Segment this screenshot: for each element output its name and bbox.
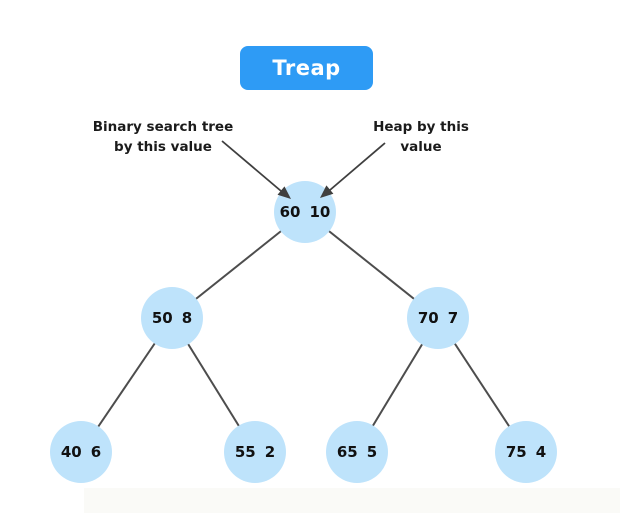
node-key: 40 — [60, 443, 82, 461]
node-priority: 4 — [535, 443, 547, 461]
heap-annotation-line2: value — [400, 138, 442, 155]
node-key: 75 — [505, 443, 527, 461]
node-key: 50 — [151, 309, 173, 327]
treap-title-badge: Treap — [240, 46, 373, 90]
node-priority: 8 — [181, 309, 193, 327]
tree-node-70-7: 70 7 — [407, 287, 469, 349]
node-key: 65 — [336, 443, 358, 461]
bst-annotation-line2: by this value — [114, 138, 212, 155]
node-priority: 7 — [447, 309, 459, 327]
tree-node-75-4: 75 4 — [495, 421, 557, 483]
tree-node-60-10: 60 10 — [274, 181, 336, 243]
heap-annotation: Heap by this value — [346, 118, 496, 157]
node-priority: 2 — [264, 443, 276, 461]
heap-annotation-line1: Heap by this — [373, 119, 469, 135]
tree-node-55-2: 55 2 — [224, 421, 286, 483]
bst-annotation-line1: Binary search tree — [92, 119, 234, 135]
node-key: 55 — [234, 443, 256, 461]
node-key: 60 — [279, 203, 301, 221]
node-priority: 5 — [366, 443, 378, 461]
tree-node-40-6: 40 6 — [50, 421, 112, 483]
node-key: 70 — [417, 309, 439, 327]
node-priority: 10 — [309, 203, 331, 221]
tree-node-50-8: 50 8 — [141, 287, 203, 349]
tree-node-65-5: 65 5 — [326, 421, 388, 483]
node-priority: 6 — [90, 443, 102, 461]
bottom-section-edge — [84, 488, 620, 513]
treap-title-label: Treap — [272, 56, 341, 80]
bst-annotation: Binary search tree by this value — [78, 118, 248, 157]
